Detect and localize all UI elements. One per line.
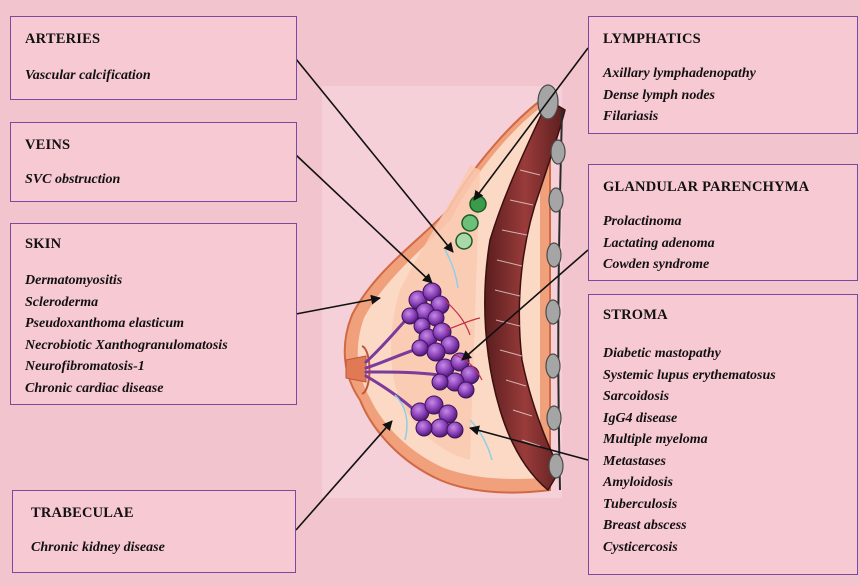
lymphatics-list: Axillary lymphadenopathy Dense lymph nod…: [603, 63, 756, 128]
trabeculae-list: Chronic kidney disease: [31, 537, 165, 559]
veins-title: VEINS: [25, 137, 70, 154]
arteries-list: Vascular calcification: [25, 65, 151, 87]
list-item: Axillary lymphadenopathy: [603, 63, 756, 85]
list-item: Multiple myeloma: [603, 429, 776, 451]
glandular-title: GLANDULAR PARENCHYMA: [603, 179, 809, 196]
glandular-parenchyma-box: GLANDULAR PARENCHYMA Prolactinoma Lactat…: [588, 164, 858, 281]
list-item: Chronic kidney disease: [31, 537, 165, 559]
list-item: Amyloidosis: [603, 472, 776, 494]
lymphatics-box: LYMPHATICS Axillary lymphadenopathy Dens…: [588, 16, 858, 134]
list-item: Pseudoxanthoma elasticum: [25, 313, 228, 335]
skin-title: SKIN: [25, 236, 61, 253]
list-item: Cysticercosis: [603, 537, 776, 559]
trabeculae-title: TRABECULAE: [31, 505, 134, 522]
stroma-box: STROMA Diabetic mastopathy Systemic lupu…: [588, 294, 858, 575]
list-item: Sarcoidosis: [603, 386, 776, 408]
list-item: Diabetic mastopathy: [603, 343, 776, 365]
veins-list: SVC obstruction: [25, 169, 120, 191]
list-item: Chronic cardiac disease: [25, 378, 228, 400]
list-item: Vascular calcification: [25, 65, 151, 87]
list-item: Metastases: [603, 451, 776, 473]
list-item: Dense lymph nodes: [603, 85, 756, 107]
list-item: Prolactinoma: [603, 211, 715, 233]
list-item: Systemic lupus erythematosus: [603, 365, 776, 387]
arteries-title: ARTERIES: [25, 31, 100, 48]
list-item: SVC obstruction: [25, 169, 120, 191]
nipple: [346, 356, 366, 382]
list-item: Breast abscess: [603, 515, 776, 537]
glandular-list: Prolactinoma Lactating adenoma Cowden sy…: [603, 211, 715, 276]
list-item: Tuberculosis: [603, 494, 776, 516]
skin-box: SKIN Dermatomyositis Scleroderma Pseudox…: [10, 223, 297, 405]
skin-list: Dermatomyositis Scleroderma Pseudoxantho…: [25, 270, 228, 399]
list-item: IgG4 disease: [603, 408, 776, 430]
veins-box: VEINS SVC obstruction: [10, 122, 297, 202]
list-item: Lactating adenoma: [603, 233, 715, 255]
stroma-list: Diabetic mastopathy Systemic lupus eryth…: [603, 343, 776, 558]
list-item: Necrobiotic Xanthogranulomatosis: [25, 335, 228, 357]
lymphatics-title: LYMPHATICS: [603, 31, 701, 48]
list-item: Filariasis: [603, 106, 756, 128]
list-item: Dermatomyositis: [25, 270, 228, 292]
list-item: Cowden syndrome: [603, 254, 715, 276]
list-item: Scleroderma: [25, 292, 228, 314]
trabeculae-box: TRABECULAE Chronic kidney disease: [12, 490, 296, 573]
arteries-box: ARTERIES Vascular calcification: [10, 16, 297, 100]
list-item: Neurofibromatosis-1: [25, 356, 228, 378]
stroma-title: STROMA: [603, 307, 668, 324]
